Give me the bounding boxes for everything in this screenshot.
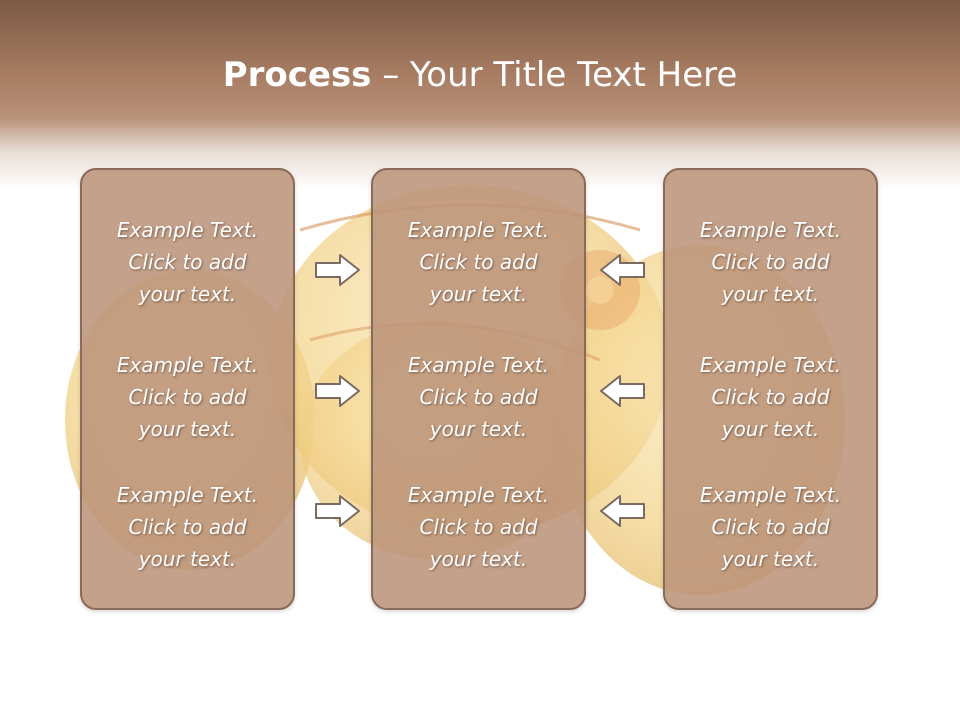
text-item[interactable]: Example Text. Click to add your text. — [699, 353, 842, 441]
arrow-right-icon — [315, 375, 360, 407]
title-rest-part: – Your Title Text Here — [371, 55, 738, 95]
arrow-right-icon — [315, 495, 360, 527]
arrow-right-icon — [315, 254, 360, 286]
text-item[interactable]: Example Text. Click to add your text. — [116, 353, 259, 441]
slide-title[interactable]: Process – Your Title Text Here — [0, 52, 960, 98]
arrow-left-icon — [600, 375, 645, 407]
text-item[interactable]: Example Text. Click to add your text. — [116, 483, 259, 571]
text-box-right[interactable]: Example Text. Click to add your text. Ex… — [663, 168, 878, 610]
text-item[interactable]: Example Text. Click to add your text. — [699, 218, 842, 306]
text-item[interactable]: Example Text. Click to add your text. — [407, 483, 550, 571]
header-band — [0, 0, 960, 190]
text-item[interactable]: Example Text. Click to add your text. — [407, 218, 550, 306]
text-box-center[interactable]: Example Text. Click to add your text. Ex… — [371, 168, 586, 610]
arrow-left-icon — [600, 254, 645, 286]
title-bold-part: Process — [222, 55, 372, 95]
arrow-left-icon — [600, 495, 645, 527]
text-item[interactable]: Example Text. Click to add your text. — [699, 483, 842, 571]
text-box-left[interactable]: Example Text. Click to add your text. Ex… — [80, 168, 295, 610]
text-item[interactable]: Example Text. Click to add your text. — [116, 218, 259, 306]
text-item[interactable]: Example Text. Click to add your text. — [407, 353, 550, 441]
